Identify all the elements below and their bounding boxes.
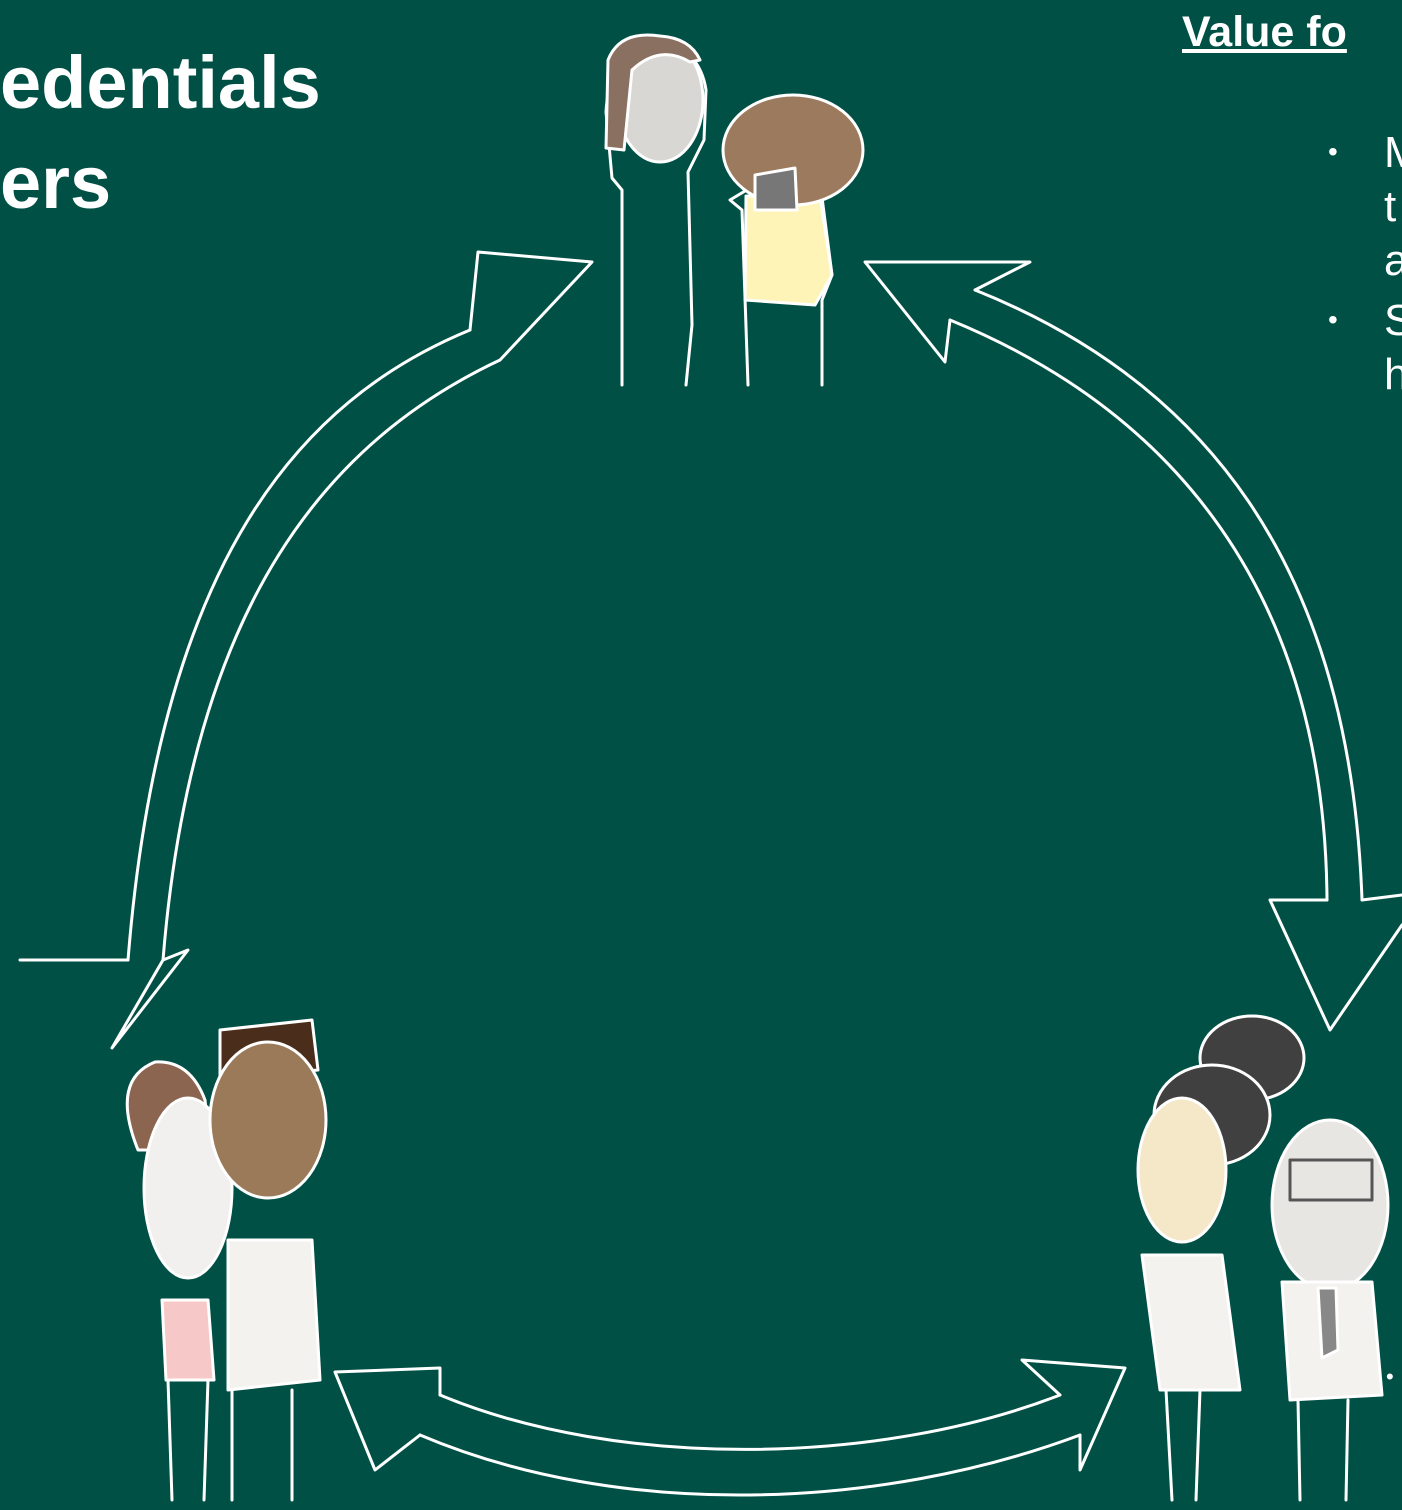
arrow-bottom-head-right — [1020, 1358, 1127, 1472]
arrow-top-left-head-up — [468, 250, 594, 362]
person-br-man-legs — [1296, 1398, 1350, 1502]
people-bottom-right-illustration — [1136, 1014, 1390, 1502]
arrow-top-right-head-up — [863, 260, 1032, 364]
value-bullet-1-marker: • — [1328, 136, 1338, 167]
arrow-bottom-shaft-outer — [418, 1433, 1082, 1497]
person-bl-woman-legs — [166, 1378, 210, 1502]
person-bl-man-legs — [230, 1388, 294, 1502]
person-br-woman-jacket — [1140, 1253, 1242, 1392]
value-bullet-1-line-1: M — [1384, 130, 1402, 176]
slide-title-line-1: edentials — [0, 41, 321, 124]
value-bullet-2-line-1: S — [1384, 296, 1402, 345]
top-right-double-arrow — [863, 260, 1402, 1032]
person-br-woman-face — [1136, 1096, 1228, 1244]
person-bl-man-shirt — [226, 1238, 322, 1392]
stray-bullet-marker: • — [1386, 1364, 1394, 1389]
person-br-man-glasses — [1288, 1158, 1374, 1202]
value-bullet-2-marker: • — [1328, 304, 1338, 335]
people-bottom-left-illustration — [125, 1018, 328, 1502]
value-bullet-2-line-2: h — [1384, 350, 1402, 399]
arrow-top-right-shaft-inner — [948, 318, 1329, 902]
person-br-man-face — [1270, 1118, 1390, 1292]
person-br-man-tie — [1316, 1286, 1340, 1360]
arrow-top-right-head-down — [1268, 893, 1402, 1032]
arrow-top-left-shaft-outer — [126, 328, 472, 962]
value-bullet-1-line-3: a — [1384, 236, 1402, 285]
person-top-woman-hair — [604, 33, 702, 152]
top-left-double-arrow — [18, 250, 594, 1050]
arrow-bottom-shaft-inner — [438, 1393, 1062, 1451]
person-bl-woman-shirt — [160, 1298, 216, 1382]
arrow-bottom-head-left — [333, 1366, 442, 1472]
arrow-top-left-shaft-inner — [161, 358, 502, 962]
arrow-top-right-shaft-outer — [973, 288, 1364, 902]
value-panel-heading: Value fo — [1182, 8, 1347, 56]
slide-title-line-2: ers — [0, 141, 112, 224]
arrow-top-left-head-down — [18, 948, 190, 1050]
person-top-man-shirt — [743, 194, 834, 307]
person-top-man-beard — [753, 166, 799, 212]
person-bl-woman-face — [142, 1096, 234, 1280]
people-top-illustration — [604, 33, 865, 387]
value-bullet-1-line-2: t — [1384, 182, 1397, 231]
person-br-woman-legs — [1164, 1388, 1202, 1502]
bottom-double-arrow — [333, 1358, 1127, 1497]
person-bl-man-face — [208, 1040, 328, 1200]
